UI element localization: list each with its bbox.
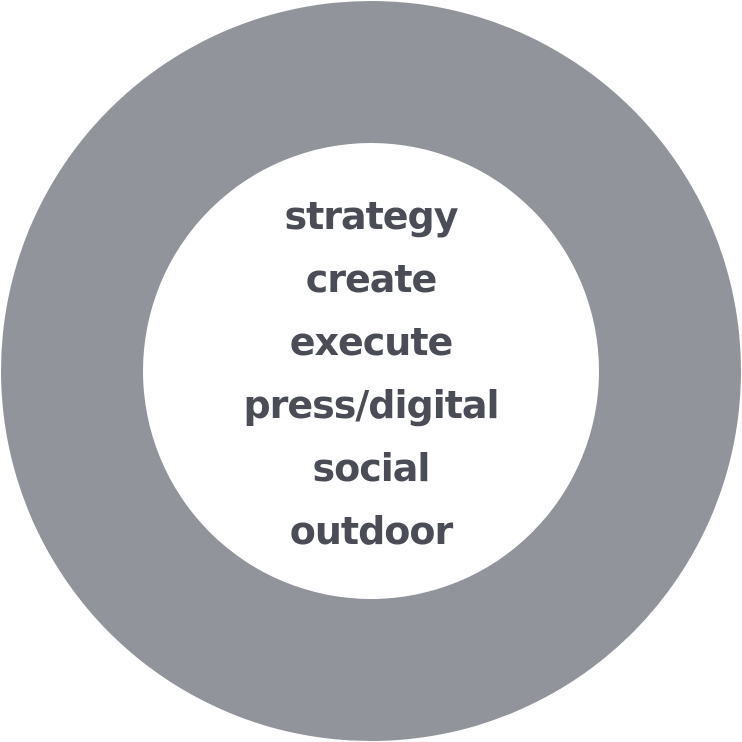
label-create: create xyxy=(305,257,438,301)
label-social: social xyxy=(312,446,431,490)
label-execute: execute xyxy=(289,320,454,364)
inner-circle xyxy=(143,143,599,599)
label-press-digital: press/digital xyxy=(243,383,499,427)
label-outdoor: outdoor xyxy=(289,509,453,553)
label-strategy: strategy xyxy=(284,194,458,238)
service-list: strategy create execute press/digital so… xyxy=(143,185,599,563)
